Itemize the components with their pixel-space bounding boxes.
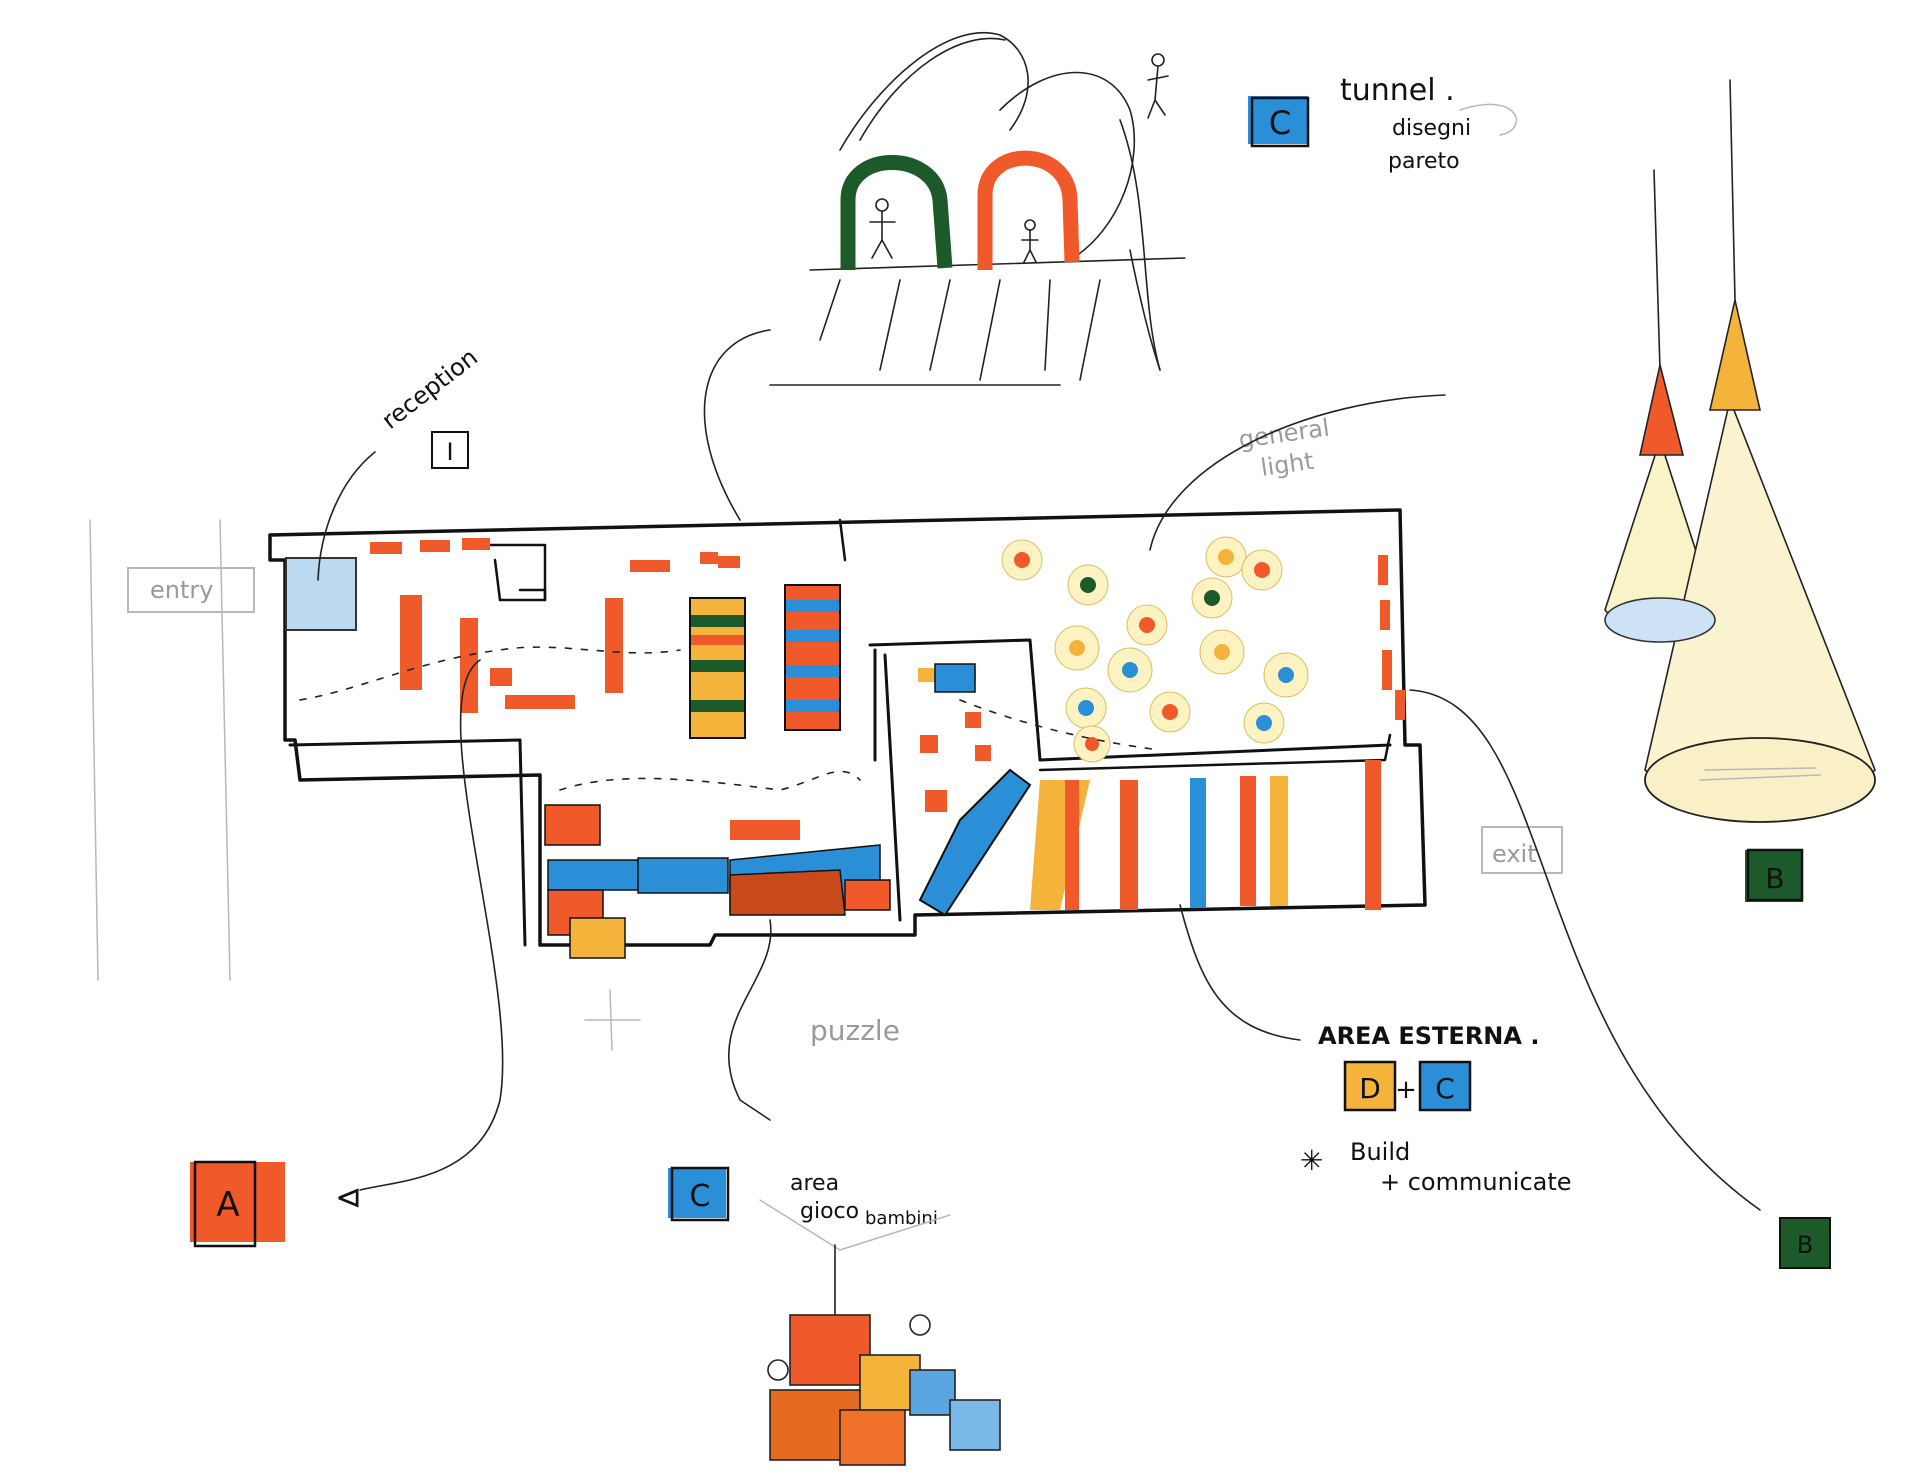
arrow-mark-a: ⊲	[335, 1178, 362, 1216]
lamp-key-letter: B	[1765, 862, 1784, 895]
striped-shelf	[689, 597, 746, 739]
area-a-key: A	[190, 1160, 285, 1248]
play-cubes-icon	[759, 1199, 1001, 1466]
area-gioco-label-1: area	[790, 1171, 839, 1196]
striped-shelf-2	[784, 584, 841, 731]
tunnel-label: tunnel .	[1340, 73, 1455, 108]
corner-key-letter: B	[1797, 1231, 1813, 1259]
reception-key-letter: I	[446, 438, 453, 466]
lamp-key: B	[1745, 848, 1804, 902]
entry-label: entry	[150, 576, 213, 604]
puzzle-label: puzzle	[810, 1014, 900, 1047]
tunnel-note-line1: disegni	[1392, 116, 1471, 141]
reception-key: I	[431, 431, 469, 469]
area-esterna-label: AREA ESTERNA .	[1318, 1022, 1539, 1050]
entry-sign: entry	[127, 567, 255, 613]
communicate-label: + communicate	[1380, 1168, 1572, 1196]
tunnel-note-line2: pareto	[1388, 149, 1460, 174]
key-c-esterna: C	[1435, 1072, 1455, 1105]
tunnel-key: C	[1248, 96, 1310, 148]
area-gioco-label-2: gioco	[800, 1199, 859, 1224]
general-light-spots	[1001, 536, 1309, 763]
area-esterna-keys: D + C	[1343, 1060, 1472, 1112]
floor-plan-icon	[268, 508, 1427, 959]
area-a-letter: A	[216, 1185, 239, 1225]
key-plus: +	[1395, 1075, 1417, 1105]
tunnel-arches-icon	[769, 31, 1186, 386]
general-light-label-1: general	[1237, 414, 1331, 454]
reception-label: reception	[376, 343, 483, 435]
tunnel-key-letter: C	[1269, 104, 1291, 142]
key-d: D	[1359, 1072, 1381, 1105]
asterisk-icon: ✳	[1300, 1144, 1323, 1177]
corner-key-b: B	[1779, 1217, 1831, 1269]
pendant-lamp-icon	[1604, 79, 1876, 823]
exit-label: exit	[1492, 840, 1537, 868]
build-label: Build	[1350, 1138, 1410, 1166]
area-gioco-key: C	[668, 1166, 730, 1222]
area-gioco-label-3: bambini	[865, 1208, 938, 1229]
exit-sign: exit	[1481, 826, 1563, 874]
general-light-label-2: light	[1259, 447, 1316, 482]
area-gioco-letter: C	[690, 1179, 711, 1214]
